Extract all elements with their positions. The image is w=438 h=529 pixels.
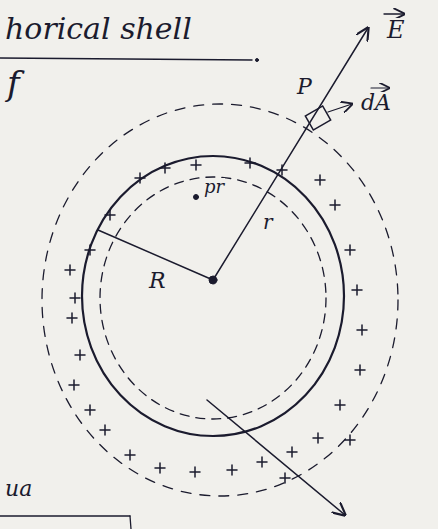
point-dot [194, 195, 199, 200]
box-line [130, 516, 131, 529]
charge-marks [65, 158, 367, 483]
area-arrow [328, 104, 352, 112]
cut-text: f [6, 66, 21, 100]
plus-sign [345, 245, 355, 255]
plus-sign [155, 463, 165, 473]
title: horical shell [4, 14, 193, 44]
plus-sign [315, 175, 325, 185]
cut-text: ua [4, 478, 33, 500]
vector-mark [371, 87, 389, 88]
plus-sign [100, 425, 110, 435]
plus-sign [191, 160, 201, 170]
plus-sign [280, 473, 290, 483]
plus-sign [287, 447, 297, 457]
plus-sign [69, 380, 79, 390]
plus-sign [70, 293, 80, 303]
point-label: pr [203, 178, 225, 196]
plus-sign [277, 165, 287, 175]
plus-sign [65, 265, 75, 275]
plus-sign [330, 200, 340, 210]
plus-sign [352, 285, 362, 295]
vector-mark [384, 13, 404, 14]
outer-gaussian-surface [42, 104, 398, 496]
plus-sign [135, 173, 145, 183]
plus-sign [85, 405, 95, 415]
plus-sign [125, 450, 135, 460]
plus-sign [160, 163, 170, 173]
plus-sign [245, 158, 255, 168]
plus-sign [313, 433, 323, 443]
plus-sign [355, 365, 365, 375]
plus-sign [257, 457, 267, 467]
box-line [0, 515, 130, 516]
arrow [207, 400, 345, 515]
radius-label: r [262, 212, 274, 232]
plus-sign [75, 350, 85, 360]
title-underline [0, 58, 252, 60]
plus-sign [345, 435, 355, 445]
area-element [305, 106, 330, 130]
radius-label: R [148, 270, 167, 292]
plus-sign [67, 313, 77, 323]
dot [256, 59, 259, 62]
plus-sign [357, 325, 367, 335]
plus-sign [335, 400, 345, 410]
field-arrow [213, 28, 368, 280]
plus-sign [227, 465, 237, 475]
field-symbol: E [386, 18, 406, 42]
plus-sign [85, 245, 95, 255]
shell [82, 156, 344, 436]
plus-sign [105, 210, 115, 220]
inner-gaussian-surface [100, 177, 326, 419]
plus-sign [190, 467, 200, 477]
area-symbol: dA [360, 92, 392, 114]
point-label: P [296, 76, 313, 98]
